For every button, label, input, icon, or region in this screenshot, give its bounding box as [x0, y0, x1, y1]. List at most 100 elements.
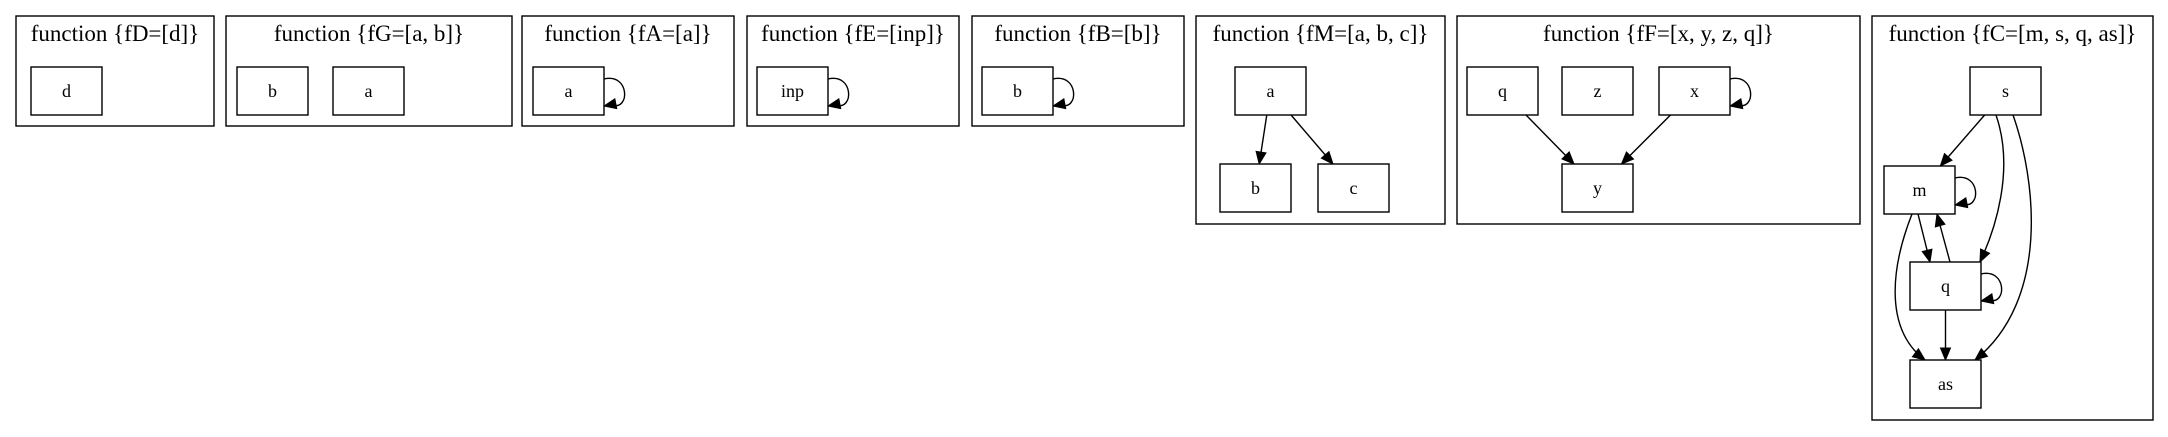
node-q: q [1466, 66, 1539, 116]
arrowhead [1973, 347, 1989, 361]
cluster-fG: function {fG=[a, b]} [225, 15, 513, 127]
node-box [236, 66, 309, 116]
arrowhead [1320, 150, 1334, 165]
edge-fC-s-to-as [1973, 114, 2032, 361]
node-box [1883, 165, 1956, 215]
arrowhead [1934, 212, 1946, 228]
node-box [1909, 261, 1982, 311]
edge-line [1894, 213, 1926, 361]
node-as: as [1909, 359, 1982, 409]
edge-fC-s-to-q [1979, 114, 2005, 264]
node-m: m [1883, 165, 1956, 215]
arrowhead [602, 98, 618, 110]
edge-line [827, 77, 850, 107]
cluster-title: function {fC=[m, s, q, as]} [1889, 21, 2137, 46]
edge-line [1729, 77, 1752, 107]
arrowhead [1939, 152, 1953, 167]
node-a: a [332, 66, 405, 116]
node-z: z [1561, 66, 1634, 116]
edge-line [1979, 114, 2005, 263]
cluster-border [15, 15, 215, 127]
arrowhead [1911, 347, 1927, 361]
edge-fC-q-to-q [1979, 272, 2003, 305]
cluster-fA: function {fA=[a]} [521, 15, 735, 127]
cluster-fB: function {fB=[b]} [971, 15, 1185, 127]
node-s: s [1969, 66, 2042, 116]
edge-fA-a-to-a [602, 77, 626, 110]
arrowhead [1979, 248, 1991, 264]
cluster-border [746, 15, 960, 127]
node-box [1317, 163, 1390, 213]
edge-fC-s-to-m [1939, 114, 1986, 167]
cluster-title: function {fB=[b]} [994, 21, 1161, 46]
node-box [981, 66, 1054, 116]
edge-fF-q-to-y [1525, 114, 1575, 165]
arrowhead [1921, 248, 1933, 264]
node-q: q [1909, 261, 1982, 311]
node-b: b [981, 66, 1054, 116]
edge-fB-b-to-b [1051, 77, 1075, 110]
node-a: a [532, 66, 605, 116]
node-c: c [1317, 163, 1390, 213]
node-label: as [1938, 374, 1953, 394]
edge-line [603, 77, 626, 107]
node-label: x [1690, 81, 1699, 101]
node-y: y [1561, 163, 1634, 213]
node-a: a [1234, 66, 1307, 116]
node-box [1561, 163, 1634, 213]
cluster-title: function {fM=[a, b, c]} [1213, 21, 1429, 46]
node-inp: inp [756, 66, 829, 116]
edge-fF-x-to-y [1620, 114, 1671, 165]
arrowhead [1728, 98, 1744, 110]
cluster-title: function {fE=[inp]} [761, 21, 945, 46]
edge-line [1980, 272, 2003, 302]
node-label: b [1251, 178, 1260, 198]
cluster-border [1195, 15, 1446, 225]
cluster-fF: function {fF=[x, y, z, q]} [1456, 15, 1861, 225]
arrowhead [1561, 151, 1575, 165]
cluster-fC: function {fC=[m, s, q, as]} [1871, 15, 2154, 421]
node-b: b [1219, 163, 1292, 213]
edge-fF-x-to-x [1728, 77, 1752, 110]
node-x: x [1658, 66, 1731, 116]
node-d: d [30, 66, 103, 116]
cluster-fD: function {fD=[d]} [15, 15, 215, 127]
edge-fM-a-to-b [1255, 114, 1268, 166]
node-label: d [62, 81, 71, 101]
node-label: q [1941, 276, 1950, 296]
node-label: y [1593, 178, 1602, 198]
arrowhead [1255, 150, 1267, 166]
cluster-border [521, 15, 735, 127]
node-label: b [1013, 81, 1022, 101]
node-b: b [236, 66, 309, 116]
edge-line [1052, 77, 1075, 107]
node-label: a [365, 81, 373, 101]
cluster-border [1456, 15, 1861, 225]
cluster-border [1871, 15, 2154, 421]
cluster-title: function {fD=[d]} [31, 21, 200, 46]
node-box [332, 66, 405, 116]
edge-fC-m-to-m [1953, 176, 1977, 209]
edge-fM-a-to-c [1290, 114, 1334, 165]
node-box [756, 66, 829, 116]
node-label: q [1498, 81, 1507, 101]
node-box [1561, 66, 1634, 116]
node-box [1969, 66, 2042, 116]
edge-fE-inp-to-inp [826, 77, 850, 110]
cluster-border [225, 15, 513, 127]
cluster-fM: function {fM=[a, b, c]} [1195, 15, 1446, 225]
node-box [1219, 163, 1292, 213]
node-box [1909, 359, 1982, 409]
arrowhead [1953, 197, 1969, 209]
edge-fC-q-to-as [1939, 310, 1952, 362]
node-label: a [565, 81, 573, 101]
node-label: c [1350, 178, 1358, 198]
edge-fC-m-to-q [1917, 213, 1933, 264]
node-label: z [1594, 81, 1602, 101]
arrowhead [1051, 98, 1067, 110]
cluster-fE: function {fE=[inp]} [746, 15, 960, 127]
cluster-border [971, 15, 1185, 127]
arrowhead [1620, 151, 1635, 165]
edge-fC-q-to-m [1934, 212, 1951, 263]
